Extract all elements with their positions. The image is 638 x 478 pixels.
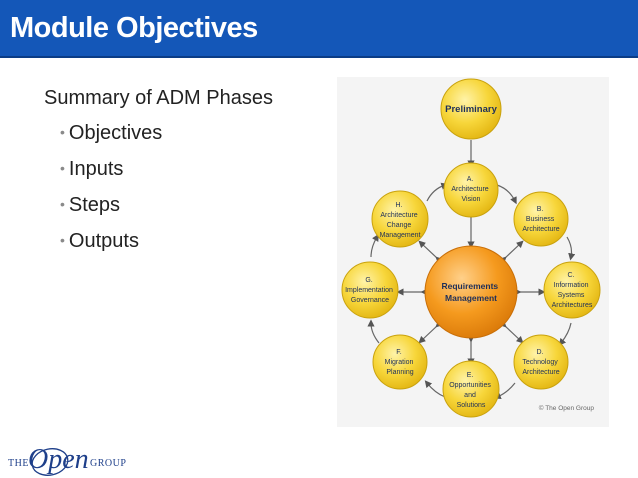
phase-b: B. Business Architecture xyxy=(513,191,569,247)
bullet-icon: • xyxy=(60,160,65,176)
svg-text:B. Business Ar: B. Business Architecture xyxy=(522,206,559,233)
svg-text:F. Migration P: F. Migration Planning xyxy=(385,349,416,376)
svg-text:E. Opportunities: E. Opportunities and Solutions xyxy=(449,372,493,409)
bullet-text: Steps xyxy=(68,194,121,216)
svg-text:Requirements Managemen: Requirements Management xyxy=(441,281,500,303)
bullet-text: Objectives xyxy=(68,122,163,144)
adm-diagram-svg: Preliminary A. Architecture Vision B. Bu… xyxy=(341,78,601,418)
logo-the: THE xyxy=(8,458,29,469)
phase-d: D. Technology Architecture xyxy=(513,334,569,390)
svg-text:D. Technology: D. Technology Architecture xyxy=(522,349,559,376)
phase-e: E. Opportunities and Solutions xyxy=(442,360,500,418)
phase-c: C. Information Systems Architectures xyxy=(543,261,601,319)
phase-preliminary-label: Preliminary xyxy=(445,104,497,115)
phase-f: F. Migration Planning xyxy=(372,334,428,390)
adm-cycle-diagram: Preliminary A. Architecture Vision B. Bu… xyxy=(337,77,609,427)
svg-text:A. Architecture: A. Architecture Vision xyxy=(451,176,490,203)
bullet-icon: • xyxy=(60,196,65,212)
open-group-logo: THE Open GROUP xyxy=(8,442,128,478)
phase-h: H. Architecture Change Management xyxy=(371,190,429,248)
bullet-item: •Inputs xyxy=(60,156,162,192)
connectors xyxy=(367,140,576,400)
bullet-item: •Outputs xyxy=(60,228,162,264)
svg-text:G. Implementation: G. Implementation Governance xyxy=(345,277,395,304)
title-bar: Module Objectives xyxy=(0,0,638,58)
slide-title: Module Objectives xyxy=(10,12,258,44)
bullet-text: Inputs xyxy=(68,158,124,180)
bullet-icon: • xyxy=(60,232,65,248)
bullet-item: •Objectives xyxy=(60,120,162,156)
section-heading: Summary of ADM Phases xyxy=(44,87,273,109)
bullet-text: Outputs xyxy=(68,230,139,252)
bullet-list: •Objectives •Inputs •Steps •Outputs xyxy=(60,120,162,264)
bullet-item: •Steps xyxy=(60,192,162,228)
logo-swoosh-icon xyxy=(31,448,69,476)
diagram-copyright: © The Open Group xyxy=(539,404,595,412)
requirements-management-center: Requirements Management xyxy=(424,245,518,339)
logo-open: Open xyxy=(28,444,89,475)
phase-a: A. Architecture Vision xyxy=(443,162,499,218)
bullet-icon: • xyxy=(60,124,65,140)
phase-a-letter: A. xyxy=(467,176,474,183)
logo-group: GROUP xyxy=(90,458,127,469)
svg-text:C. Information: C. Information Systems Architectures xyxy=(552,272,593,309)
phase-preliminary: Preliminary xyxy=(440,78,502,140)
svg-text:H. Architecture: H. Architecture Change Management xyxy=(380,202,421,239)
phase-g: G. Implementation Governance xyxy=(341,261,399,319)
